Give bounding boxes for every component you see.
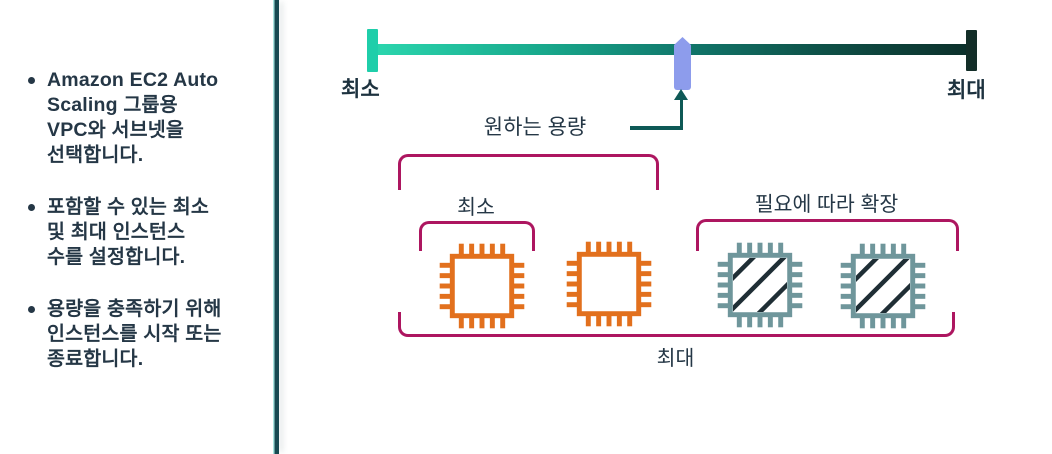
capacity-gradient-bar <box>374 44 972 55</box>
bullet-text-vpc-subnet: Amazon EC2 Auto Scaling 그룹용 VPC와 서브넷을 선택… <box>47 69 219 166</box>
bar-min-label: 최소 <box>341 78 380 101</box>
bullet-icon <box>28 306 35 313</box>
cpu-chip-icon <box>434 241 530 331</box>
arrow-up-icon <box>630 126 683 130</box>
cpu-chip-hatched-icon <box>712 240 808 330</box>
bullet-text-launch-terminate: 용량을 충족하기 위해 인스턴스를 시작 또는 종료합니다. <box>47 298 222 370</box>
max-end-cap <box>966 30 977 71</box>
scale-group-label: 필요에 따라 확장 <box>754 193 899 216</box>
bullet-text-min-max: 포함할 수 있는 최소 및 최대 인스턴스 수를 설정합니다. <box>47 196 209 268</box>
bullet-panel: Amazon EC2 Auto Scaling 그룹용 VPC와 서브넷을 선택… <box>28 68 263 399</box>
bullet-icon <box>28 77 35 84</box>
min-group-bracket <box>419 221 535 251</box>
list-item: Amazon EC2 Auto Scaling 그룹용 VPC와 서브넷을 선택… <box>28 68 263 168</box>
cpu-chip-icon <box>561 239 657 329</box>
slider-handle <box>674 37 691 90</box>
arrow-up-icon <box>679 99 683 129</box>
scale-group-bracket <box>696 219 959 251</box>
list-item: 포함할 수 있는 최소 및 최대 인스턴스 수를 설정합니다. <box>28 195 263 270</box>
desired-capacity-label: 원하는 용량 <box>483 116 587 139</box>
list-item: 용량을 충족하기 위해 인스턴스를 시작 또는 종료합니다. <box>28 297 263 372</box>
panel-divider <box>273 0 279 454</box>
max-group-bracket <box>398 312 955 337</box>
cpu-chip-hatched-icon <box>835 241 931 331</box>
min-group-label: 최소 <box>457 196 495 219</box>
max-group-label: 최대 <box>656 347 695 370</box>
bar-max-label: 최대 <box>947 79 986 102</box>
arrow-up-icon <box>674 89 688 100</box>
min-end-cap <box>367 29 378 72</box>
desired-capacity-bracket <box>398 154 659 190</box>
bullet-icon <box>28 204 35 211</box>
